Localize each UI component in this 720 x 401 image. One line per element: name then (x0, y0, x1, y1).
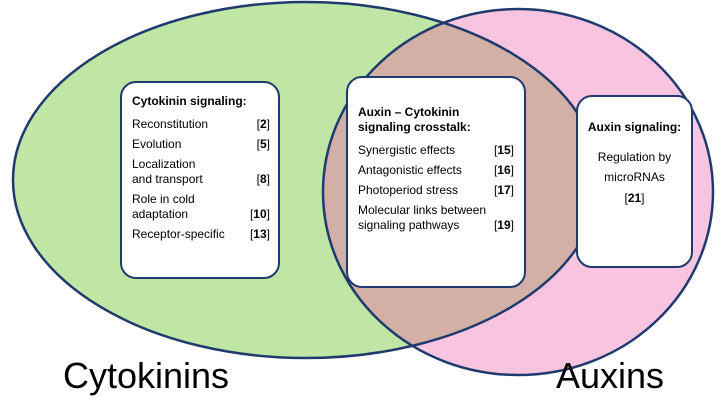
cytokinin-signaling-box: Cytokinin signaling: Reconstitution [2] … (120, 81, 280, 279)
reference-number-value: 13 (253, 227, 267, 241)
list-item: Localization and transport [8] (132, 157, 270, 187)
reference-number: [5] (256, 137, 270, 151)
reference-number-value: 10 (253, 207, 267, 221)
crosstalk-title-line1: Auxin – Cytokinin (358, 105, 460, 119)
list-item: Evolution [5] (132, 137, 270, 152)
list-item: Synergistic effects [15] (358, 143, 514, 158)
item-label: Evolution (132, 137, 182, 151)
reference-number: [13] (249, 227, 270, 241)
reference-number: [19] (493, 218, 514, 232)
list-item: Molecular links between signaling pathwa… (358, 203, 514, 233)
reference-number-value: 21 (627, 191, 642, 205)
crosstalk-box: Auxin – Cytokinin signaling crosstalk: S… (346, 76, 526, 288)
reference-number-value: 17 (497, 183, 511, 197)
item-label: Antagonistic effects (358, 163, 462, 177)
item-label: Role in cold adaptation (132, 192, 195, 221)
item-label: Molecular links between signaling pathwa… (358, 203, 487, 232)
list-item: Role in cold adaptation [10] (132, 192, 270, 222)
item-label: Reconstitution (132, 117, 209, 131)
list-item: Photoperiod stress [17] (358, 183, 514, 198)
item-label: Receptor-specific (132, 227, 225, 241)
auxins-label: Auxins (556, 355, 665, 396)
cytokinins-label: Cytokinins (63, 355, 230, 396)
reference-number: [21] (624, 191, 645, 205)
item-label: Photoperiod stress (358, 183, 459, 197)
reference-number-value: 2 (259, 117, 267, 131)
auxin-signaling-box: Auxin signaling: Regulation by microRNAs… (576, 95, 693, 268)
crosstalk-box-title: Auxin – Cytokinin signaling crosstalk: (358, 105, 514, 135)
reference-number-value: 5 (259, 137, 267, 151)
reference-number-value: 19 (497, 218, 511, 232)
reference-number: [8] (256, 172, 270, 186)
reference-number: [16] (493, 163, 514, 177)
reference-number: [17] (493, 183, 514, 197)
reference-number: [2] (256, 117, 270, 131)
auxin-box-title: Auxin signaling: (587, 120, 682, 134)
cytokinin-box-title: Cytokinin signaling: (132, 94, 247, 108)
reference-number: [15] (493, 143, 514, 157)
reference-number-value: 8 (259, 172, 267, 186)
item-label: Localization and transport (132, 157, 203, 186)
list-item: Antagonistic effects [16] (358, 163, 514, 178)
item-label: Regulation by microRNAs (597, 150, 672, 184)
crosstalk-title-line2: signaling crosstalk: (358, 120, 471, 134)
reference-number-value: 15 (497, 143, 511, 157)
item-label: Synergistic effects (358, 143, 456, 157)
list-item: Reconstitution [2] (132, 117, 270, 132)
reference-number: [10] (249, 207, 270, 221)
reference-number-value: 16 (497, 163, 511, 177)
list-item: Receptor-specific [13] (132, 227, 270, 242)
auxin-set-outline (321, 7, 715, 377)
